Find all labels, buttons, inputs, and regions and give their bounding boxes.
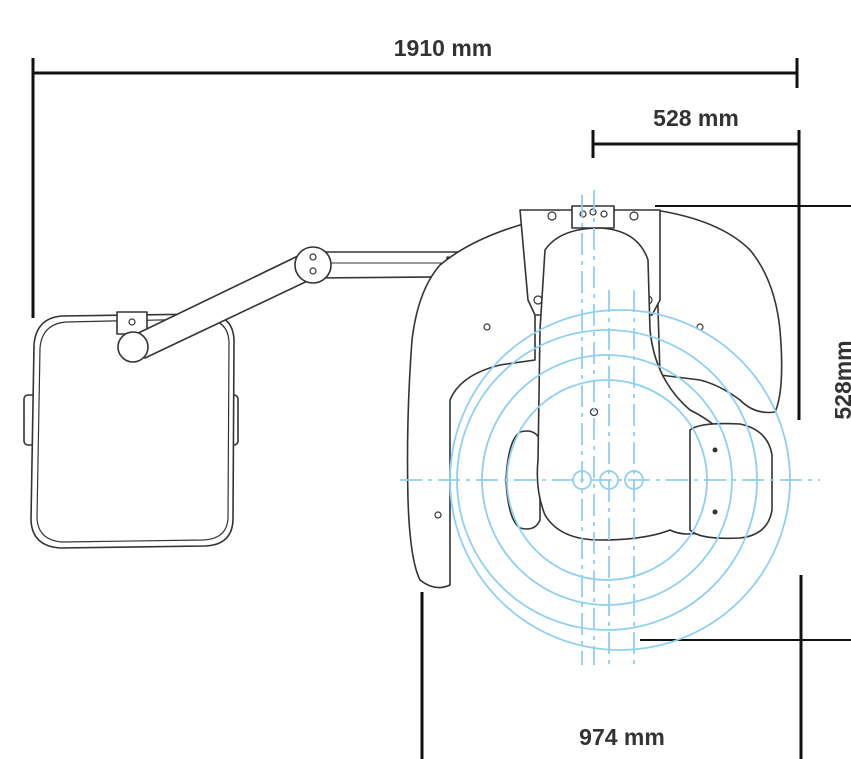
dimension-arm-offset: 528 mm	[591, 105, 801, 420]
dimension-label-base-width: 974 mm	[579, 724, 665, 750]
dimension-label-overall-width: 1910 mm	[394, 35, 492, 61]
monitor-inner-edge	[36, 318, 230, 543]
wrist-screw-1	[712, 447, 718, 453]
dimension-label-arm-offset: 528 mm	[653, 105, 739, 131]
monitor-arm-screw-1	[309, 253, 317, 261]
wrist-screw-2	[712, 509, 718, 515]
housing-bolt-2	[629, 211, 639, 221]
connector-port-3	[600, 210, 608, 218]
monitor-arm-joint-elbow	[294, 246, 332, 284]
dimension-label-depth: 528mm	[830, 340, 851, 419]
base-hole-3	[434, 511, 442, 519]
base-hole-1	[483, 323, 491, 331]
housing-bolt-1	[547, 211, 557, 221]
monitor-arm-joint-lower	[117, 331, 149, 363]
connector-port-1	[579, 210, 587, 218]
cart-base-right-wing	[654, 209, 783, 414]
robot-wrist-module	[689, 422, 773, 540]
dimension-overall-width: 1910 mm	[31, 35, 799, 318]
cart-base-left-wing	[406, 224, 536, 589]
monitor-body	[30, 313, 235, 549]
monitor-arm-screw-2	[309, 267, 317, 275]
connector-port-2	[589, 208, 597, 216]
dimension-base-width: 974 mm	[420, 575, 803, 759]
robot-arm	[505, 227, 773, 541]
range-of-motion-overlay	[400, 190, 820, 665]
monitor	[23, 311, 239, 549]
monitor-mount-screw	[128, 318, 136, 326]
